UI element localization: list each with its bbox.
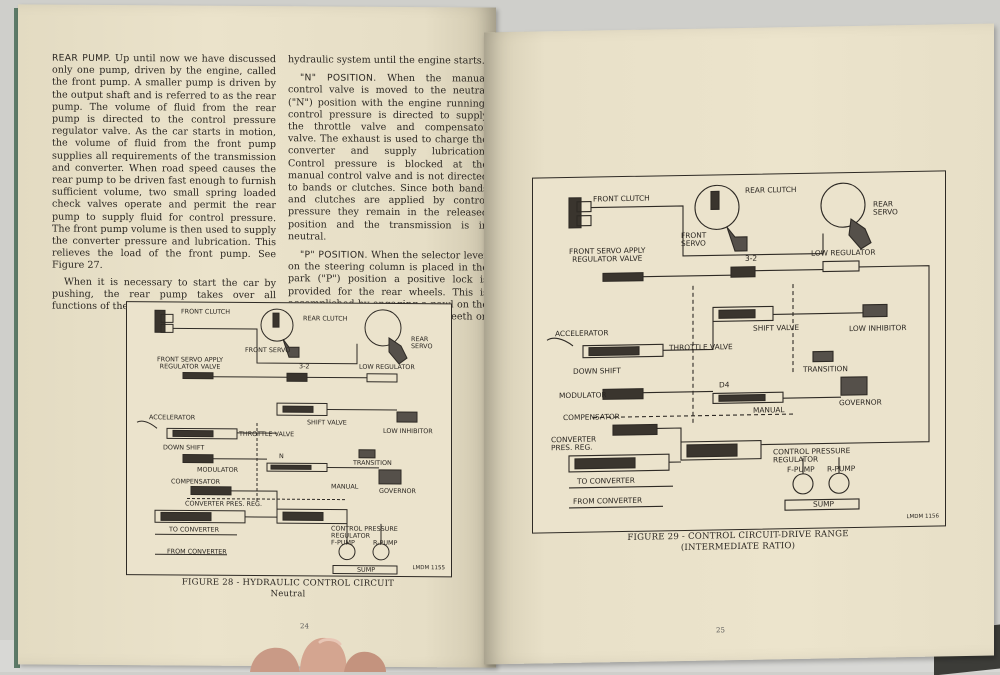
- label-front-clutch: FRONT CLUTCH: [181, 307, 231, 316]
- book-cover-edge: [14, 8, 20, 668]
- label-from-converter: FROM CONVERTER: [573, 495, 643, 506]
- label-front-servo: FRONT SERVO: [245, 345, 291, 355]
- label-from-converter: FROM CONVERTER: [167, 547, 227, 556]
- label-front-clutch: FRONT CLUTCH: [593, 193, 650, 204]
- figure-29-diagram: FRONT CLUTCH REAR CLUTCH REAR SERVO FRON…: [532, 170, 946, 534]
- right-text-column: hydraulic system until the engine starts…: [288, 54, 488, 340]
- paragraph-text: Up until now we have discussed only one …: [52, 53, 276, 272]
- hand-photo-element: [250, 637, 386, 672]
- label-three-two: 3-2: [299, 362, 310, 371]
- label-governor: GOVERNOR: [379, 486, 416, 496]
- label-shift-valve: SHIFT VALVE: [753, 322, 800, 333]
- label-front-servo-apply: FRONT SERVO APPLY REGULATOR VALVE: [157, 355, 224, 371]
- heading-n-position: "N" POSITION.: [300, 72, 377, 85]
- control-circuit-drawing: [546, 182, 930, 511]
- label-throttle-valve: THROTTLE VALVE: [669, 342, 733, 353]
- label-control-pressure-regulator: CONTROL PRESSURE REGULATOR: [773, 446, 851, 465]
- label-manual: MANUAL: [331, 482, 359, 491]
- label-governor: GOVERNOR: [839, 397, 882, 408]
- label-compensator: COMPENSATOR: [171, 477, 221, 486]
- right-page: FRONT CLUTCH REAR CLUTCH REAR SERVO FRON…: [484, 23, 994, 665]
- label-to-converter: TO CONVERTER: [169, 525, 220, 534]
- label-manual: MANUAL: [753, 405, 785, 415]
- label-converter-pres-reg: CONVERTER PRES. REG.: [551, 434, 597, 453]
- label-d4: D4: [719, 380, 730, 390]
- figure-code: LMDM 1156: [906, 513, 939, 521]
- label-to-converter: TO CONVERTER: [577, 475, 635, 486]
- figure-28-diagram: FRONT CLUTCH REAR CLUTCH FRONT SERVO REA…: [126, 301, 452, 578]
- label-throttle-valve: THROTTLE VALVE: [239, 429, 295, 439]
- left-page: REAR PUMP. Up until now we have discusse…: [18, 4, 496, 668]
- label-sump: SUMP: [357, 565, 376, 574]
- label-rear-servo: REAR SERVO: [873, 199, 898, 217]
- label-down-shift: DOWN SHIFT: [573, 366, 621, 376]
- paragraph-text: When the manual control valve is moved t…: [288, 73, 488, 243]
- heading-rear-pump: REAR PUMP.: [52, 52, 111, 64]
- label-low-inhibitor: LOW INHIBITOR: [383, 426, 433, 436]
- label-rear-servo: REAR SERVO: [411, 335, 433, 351]
- hydraulic-circuit-drawing: [136, 308, 418, 575]
- label-front-servo: FRONT SERVO: [681, 230, 707, 249]
- label-three-two: 3-2: [745, 253, 758, 263]
- label-converter-pres-reg: CONVERTER PRES. REG.: [185, 499, 262, 509]
- label-f-pump: F-PUMP: [787, 464, 815, 475]
- label-accelerator: ACCELERATOR: [149, 413, 196, 422]
- paragraph-n-position: "N" POSITION. When the manual control va…: [288, 72, 488, 244]
- label-shift-valve: SHIFT VALVE: [307, 418, 347, 427]
- label-front-servo-apply: FRONT SERVO APPLY REGULATOR VALVE: [569, 245, 646, 264]
- figure-28-caption: FIGURE 28 - HYDRAULIC CONTROL CIRCUIT Ne…: [126, 577, 450, 600]
- label-modulator: MODULATOR: [559, 390, 607, 401]
- label-low-regulator: LOW REGULATOR: [811, 247, 876, 258]
- caption-subtitle: Neutral: [270, 588, 306, 599]
- label-accelerator: ACCELERATOR: [555, 328, 609, 339]
- figure-code: LMDM 1155: [412, 565, 445, 572]
- label-f-pump: F-PUMP: [331, 538, 355, 547]
- label-transition: TRANSITION: [803, 364, 848, 374]
- label-compensator: COMPENSATOR: [563, 412, 620, 423]
- label-down-shift: DOWN SHIFT: [163, 443, 205, 452]
- heading-p-position: "P" POSITION.: [300, 249, 368, 261]
- label-r-pump: R-PUMP: [827, 463, 856, 474]
- label-rear-clutch: REAR CLUTCH: [303, 314, 348, 323]
- label-modulator: MODULATOR: [197, 465, 239, 474]
- left-text-column: REAR PUMP. Up until now we have discusse…: [52, 53, 276, 319]
- label-r-pump: R-PUMP: [373, 538, 398, 547]
- label-sump: SUMP: [813, 499, 834, 509]
- label-n: N: [279, 452, 284, 461]
- paragraph-rear-pump: REAR PUMP. Up until now we have discusse…: [52, 53, 276, 274]
- paragraph-continued: hydraulic system until the engine starts…: [288, 54, 485, 67]
- label-low-inhibitor: LOW INHIBITOR: [849, 323, 907, 334]
- label-rear-clutch: REAR CLUTCH: [745, 184, 797, 195]
- page-number: 25: [716, 626, 725, 635]
- label-low-regulator: LOW REGULATOR: [359, 362, 415, 372]
- label-transition: TRANSITION: [353, 458, 392, 467]
